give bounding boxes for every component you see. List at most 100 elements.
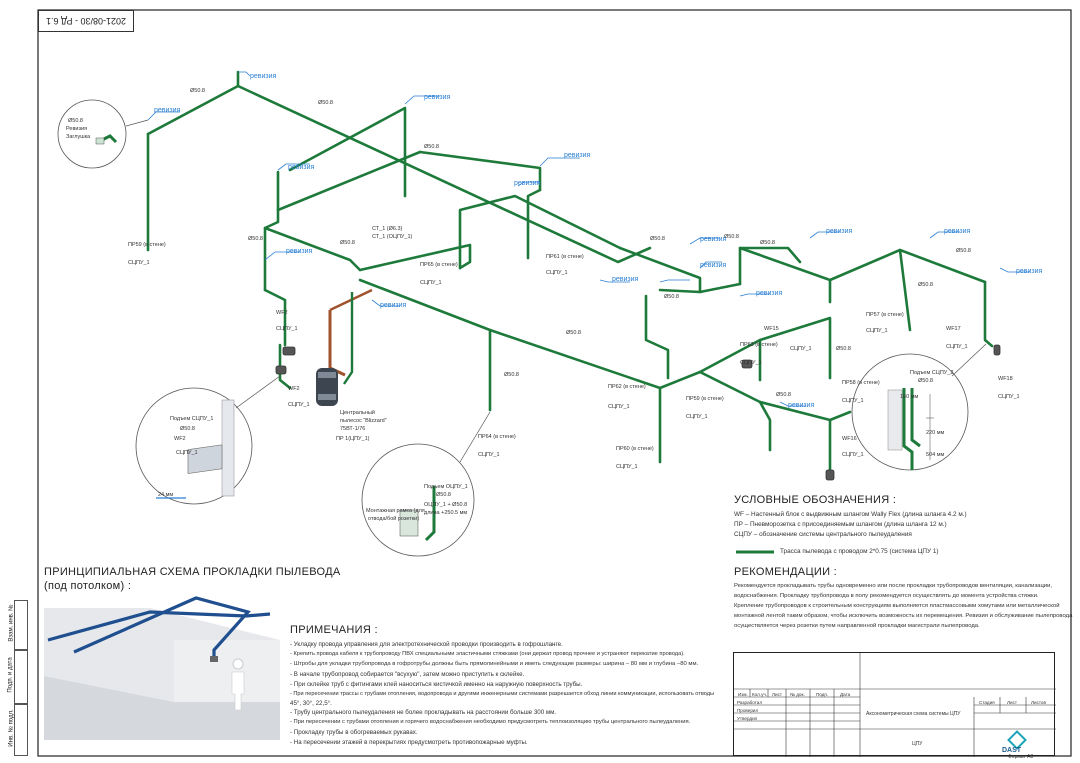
label-cspu-3: СЦПУ_1 bbox=[546, 270, 568, 276]
label-cspu-5: СЦПУ_1 bbox=[288, 402, 310, 408]
label-rev-1: ревизия bbox=[250, 73, 277, 80]
pipe-mid-c bbox=[358, 243, 472, 272]
label-cspu-7: СЦПУ_1 bbox=[790, 346, 812, 352]
label-cspu-12: СЦПУ_1 bbox=[842, 398, 864, 404]
label-rev-5: ревизия bbox=[288, 164, 315, 171]
label-rev-14: ревизия bbox=[1016, 268, 1043, 275]
label-cspu-9: СЦПУ_1 bbox=[686, 414, 708, 420]
label-d508-9: Ø50.8 bbox=[724, 234, 739, 240]
label-wf17: WF17 bbox=[946, 326, 961, 332]
label-cspu-1: СЦПУ_1 bbox=[128, 260, 150, 266]
tb-description: Аксонометрическая схема системы ЦПУ bbox=[866, 711, 961, 717]
label-ct1: СТ_1 (Ø6.3) bbox=[372, 226, 403, 232]
pipe-mid-j bbox=[658, 282, 742, 294]
schema-title: ПРИНЦИПИАЛЬНАЯ СХЕМА ПРОКЛАДКИ ПЫЛЕВОДА bbox=[44, 566, 341, 578]
inset-circle-1 bbox=[57, 99, 127, 169]
tb-header-izm: Изм. bbox=[738, 692, 748, 697]
rev-flag-17 bbox=[517, 181, 540, 187]
note-line-9: - При пересечении с трубами отопления и … bbox=[290, 719, 691, 725]
recommendation-line-5: осуществляется через розетки путем напра… bbox=[734, 623, 980, 629]
wall-units bbox=[275, 344, 1001, 481]
pipe-mid-a bbox=[263, 288, 287, 347]
inset-1-graphic bbox=[95, 134, 118, 145]
title-block: Изм. Кол.уч. Лист № док. Подп. Дата Разр… bbox=[733, 652, 1056, 757]
side-cell-sign: Подп. и дата bbox=[8, 650, 28, 704]
inset-leader-2 bbox=[235, 375, 281, 409]
label-d508-5: Ø50.8 bbox=[340, 240, 355, 246]
wall-unit-wf19 bbox=[825, 469, 835, 481]
label-rev-2: ревизия bbox=[154, 107, 181, 114]
inset-2-graphic bbox=[156, 399, 235, 499]
inset1-label-a: Ø50.8 bbox=[68, 118, 83, 124]
recommendation-line-3: Крепление трубопроводов к строительным к… bbox=[734, 603, 1060, 609]
pipe-mid-n bbox=[758, 316, 832, 380]
label-d508-13: Ø50.8 bbox=[664, 294, 679, 300]
label-wf15: WF15 bbox=[764, 326, 779, 332]
label-unit-1: Центральный bbox=[340, 410, 375, 416]
inset3-label-e: Монтажная рамка (для bbox=[366, 508, 425, 514]
label-rev-4: ревизия bbox=[564, 152, 591, 159]
label-wf16: WF16 bbox=[842, 436, 857, 442]
label-rev-3: ревизия bbox=[424, 94, 451, 101]
inset-leader-4 bbox=[951, 343, 987, 377]
schema-person-head bbox=[232, 658, 244, 670]
inset3-label-c: ОЦПУ_1 + Ø50.8 bbox=[424, 502, 468, 508]
label-unit-4: ПР 1(ЦПУ_1) bbox=[336, 436, 370, 442]
tb-sheets: Листов bbox=[1031, 700, 1046, 705]
side-cell-replace: Взам. инв. № bbox=[9, 600, 28, 650]
label-pr-64: ПР64 (в стене) bbox=[478, 434, 516, 440]
rev-flag-6 bbox=[264, 251, 300, 261]
label-rev-15: ревизия bbox=[788, 402, 815, 409]
note-line-6: - При пересечении трассы с трубами отопл… bbox=[290, 691, 715, 697]
inset-leader-1 bbox=[125, 119, 149, 127]
note-line-11: - На пересечении этажей в перекрытиях пр… bbox=[290, 739, 528, 746]
recommendation-line-1: Рекомендуется прокладывать трубы одновре… bbox=[734, 583, 1053, 589]
inset3-label-b: Ø50.8 bbox=[436, 492, 451, 498]
pipe-mid-l bbox=[738, 246, 832, 304]
label-pr-58: ПР58 (в стене) bbox=[842, 380, 880, 386]
pipe-mid-g bbox=[358, 278, 702, 390]
label-d508-12: Ø50.8 bbox=[918, 282, 933, 288]
wall-unit-wf15 bbox=[741, 359, 753, 369]
rev-flag-16 bbox=[599, 279, 630, 283]
pipe-top-main bbox=[146, 84, 652, 264]
label-d508-11: Ø50.8 bbox=[956, 248, 971, 254]
label-rev-16: ревизия bbox=[514, 180, 541, 187]
label-pr-62: ПР62 (в стене) bbox=[608, 384, 646, 390]
label-d508-7: Ø50.8 bbox=[504, 372, 519, 378]
legend-line-2: ПР – Пневморозетка с присоединяемым шлан… bbox=[734, 521, 947, 528]
note-line-2: - Крепить провода кабеля к трубопроводу … bbox=[290, 651, 685, 657]
label-cspu-10: СЦПУ_1 bbox=[478, 452, 500, 458]
label-rev-6: ревизия bbox=[286, 248, 313, 255]
pipe-right-d bbox=[738, 246, 802, 264]
label-pr-63: ПР63 (в стене) bbox=[740, 342, 778, 348]
pipe-mid-e bbox=[526, 188, 542, 260]
inset4-label-e: 504 мм bbox=[926, 452, 945, 458]
note-line-7: 45°, 30°, 22,5°. bbox=[290, 700, 332, 707]
inset-3-graphic bbox=[399, 486, 436, 542]
tb-sheet-name: ЦПУ bbox=[912, 741, 923, 747]
rev-flag-3 bbox=[404, 95, 440, 105]
label-d508-8: Ø50.8 bbox=[650, 236, 665, 242]
note-line-3: - Штробы для укладки трубопровода в гофр… bbox=[290, 661, 699, 667]
rev-flag-12 bbox=[809, 231, 840, 239]
note-line-1: - Укладку провода управления для электро… bbox=[290, 641, 563, 648]
label-unit-3: 75ВТ-1/76 bbox=[340, 426, 366, 432]
recommendation-line-2: водоснабжения. Прокладку трубопровода в … bbox=[734, 593, 1039, 599]
schema-subtitle: (под потолком) : bbox=[44, 580, 132, 592]
rev-flag-4 bbox=[539, 157, 580, 167]
label-rev-13: ревизия bbox=[944, 228, 971, 235]
label-rev-10: ревизия bbox=[612, 276, 639, 283]
pipe-branch-2 bbox=[263, 170, 280, 292]
inset1-label-b: Ревизия bbox=[66, 126, 88, 132]
recommendation-line-4: монтажной лентой таким образом, чтобы ис… bbox=[734, 613, 1073, 619]
label-cspu-14: СЦПУ_1 bbox=[866, 328, 888, 334]
pipe-right-a bbox=[828, 248, 987, 284]
wall-unit-wf2 bbox=[282, 346, 296, 356]
tb-row-developed: Разработал bbox=[737, 700, 763, 705]
inset1-label-c: Заглушка bbox=[66, 134, 91, 140]
label-cspu-8: СЦПУ_1 bbox=[608, 404, 630, 410]
pipe-mid-b bbox=[263, 226, 362, 272]
